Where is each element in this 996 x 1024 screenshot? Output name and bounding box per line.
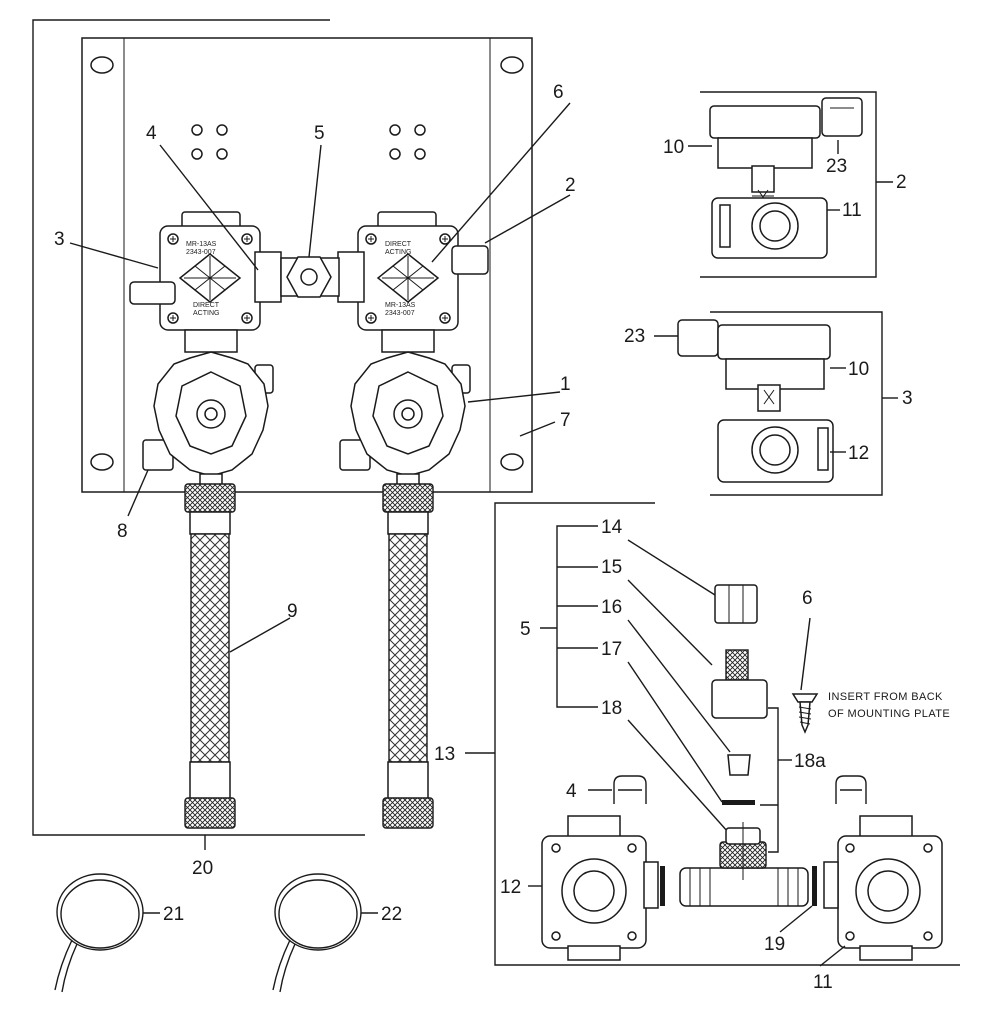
detail13-callout-19: 19 — [764, 934, 785, 955]
valve-direct-label-right: DIRECT — [385, 241, 412, 248]
valve-direct-label: DIRECT — [193, 302, 220, 309]
part-15-adapter — [711, 649, 768, 719]
detail13-callout-12: 12 — [500, 877, 521, 898]
detail13-callout-14: 14 — [601, 517, 623, 538]
part-4-clip-left — [613, 775, 647, 804]
valve-body-12 — [541, 815, 665, 961]
mounting-slot-bottom-right — [500, 453, 524, 471]
callout-2: 2 — [565, 175, 576, 196]
valve-body-11 — [823, 815, 943, 961]
detail13-callout-17: 17 — [601, 639, 622, 660]
detail3-callout-10: 10 — [848, 359, 869, 380]
detail2-callout-11: 11 — [842, 200, 862, 221]
callout-8: 8 — [117, 521, 128, 542]
note-line-1: INSERT FROM BACK — [828, 691, 943, 703]
tubing-coil-22: 22 — [272, 873, 402, 993]
mounting-slot-top-left — [90, 56, 114, 74]
callout-21: 21 — [163, 904, 184, 925]
assembly-frame — [32, 19, 365, 836]
detail13-callout-18a: 18a — [794, 751, 826, 772]
detail-2: 10 23 2 11 — [663, 91, 907, 278]
detail3-callout-23: 23 — [624, 326, 645, 347]
valve-acting-label: ACTING — [193, 310, 219, 317]
screw-holes-left — [191, 124, 228, 160]
callout-7: 7 — [560, 410, 571, 431]
detail13-callout-6: 6 — [802, 588, 813, 609]
detail3-callout-3: 3 — [902, 388, 913, 409]
valve-model-label-right: MR-13AS — [385, 302, 416, 309]
valve-model-label: MR-13AS — [186, 241, 217, 248]
valve-part-label-right: 2343-007 — [385, 310, 415, 317]
note-line-2: OF MOUNTING PLATE — [828, 708, 950, 720]
main-assembly: MR-13AS 2343-007 DIRECT ACTING DIRECT AC… — [32, 19, 576, 879]
callout-20: 20 — [192, 858, 213, 879]
detail2-callout-2: 2 — [896, 172, 907, 193]
part-6-screw — [791, 693, 819, 734]
valve-part-label: 2343-007 — [186, 249, 216, 256]
detail13-callout-13: 13 — [434, 744, 455, 765]
part-17-oring — [722, 800, 755, 805]
leader-lines-main — [69, 102, 571, 850]
callout-1: 1 — [560, 374, 571, 395]
tubing-coil-21: 21 — [54, 873, 184, 993]
detail-3: 23 10 3 12 — [624, 311, 913, 496]
detail3-callout-12: 12 — [848, 443, 869, 464]
mounting-slot-top-right — [500, 56, 524, 74]
part-16-ferrule — [727, 754, 751, 776]
tee-fitting-center — [280, 256, 340, 298]
tee-fitting-detail — [679, 822, 817, 907]
detail13-callout-18: 18 — [601, 698, 622, 719]
mounting-slot-bottom-left — [90, 453, 114, 471]
callout-3: 3 — [54, 229, 65, 250]
part-14-nut — [714, 584, 758, 624]
valve-acting-label-right: ACTING — [385, 249, 411, 256]
callout-4: 4 — [146, 123, 157, 144]
screw-holes-right — [389, 124, 426, 160]
solenoid-valve-right: DIRECT ACTING MR-13AS 2343-007 — [337, 211, 489, 331]
callout-22: 22 — [381, 904, 402, 925]
detail2-callout-10: 10 — [663, 137, 684, 158]
shutoff-valve-right — [339, 329, 471, 489]
detail13-callout-11: 11 — [813, 972, 833, 993]
solenoid-valve-left: MR-13AS 2343-007 DIRECT ACTING — [129, 211, 282, 331]
detail13-callout-5: 5 — [520, 619, 531, 640]
callout-5: 5 — [314, 123, 325, 144]
braided-hose-left — [184, 483, 236, 829]
detail2-callout-23: 23 — [826, 156, 847, 177]
callout-6: 6 — [553, 82, 564, 103]
detail13-callout-15: 15 — [601, 557, 622, 578]
detail13-callout-16: 16 — [601, 597, 622, 618]
part-4-clip-right — [835, 775, 867, 804]
detail-13: INSERT FROM BACK OF MOUNTING PLATE — [434, 502, 960, 993]
braided-hose-right — [382, 483, 434, 829]
callout-9: 9 — [287, 601, 298, 622]
detail13-callout-4: 4 — [566, 781, 577, 802]
shutoff-valve-left — [142, 329, 274, 489]
